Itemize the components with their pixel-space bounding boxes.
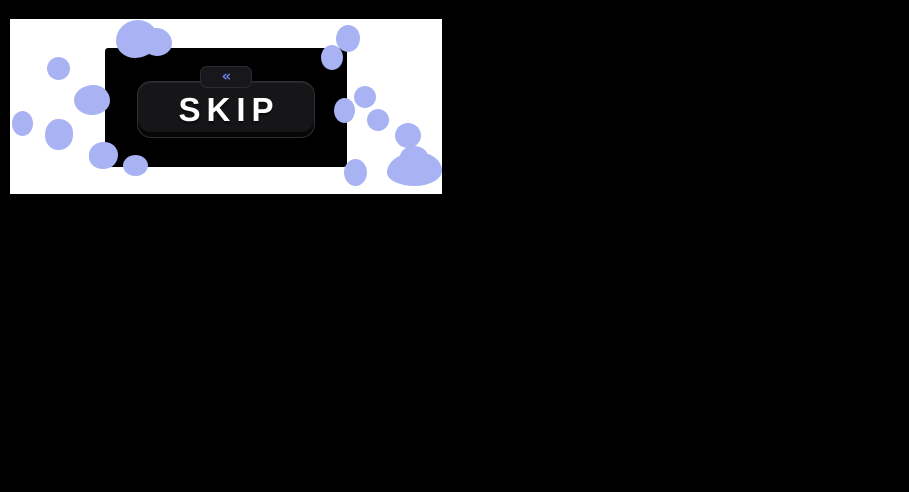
paint-blob [354,86,376,108]
collapse-tab-button[interactable]: « [200,66,252,88]
drawing-canvas[interactable]: « SKIP [10,19,442,194]
paint-blob [45,119,73,150]
paint-blob [344,159,367,186]
paint-blob [400,146,428,168]
paint-blob [387,152,442,186]
paint-blob [395,123,421,148]
skip-button-label: SKIP [178,90,280,128]
paint-blob [12,111,33,136]
paint-blob [367,109,389,131]
collapse-chevrons-icon: « [221,66,232,85]
skip-overlay-panel: « SKIP [105,48,347,167]
paint-blob [47,57,70,80]
skip-button[interactable]: SKIP [137,81,315,138]
